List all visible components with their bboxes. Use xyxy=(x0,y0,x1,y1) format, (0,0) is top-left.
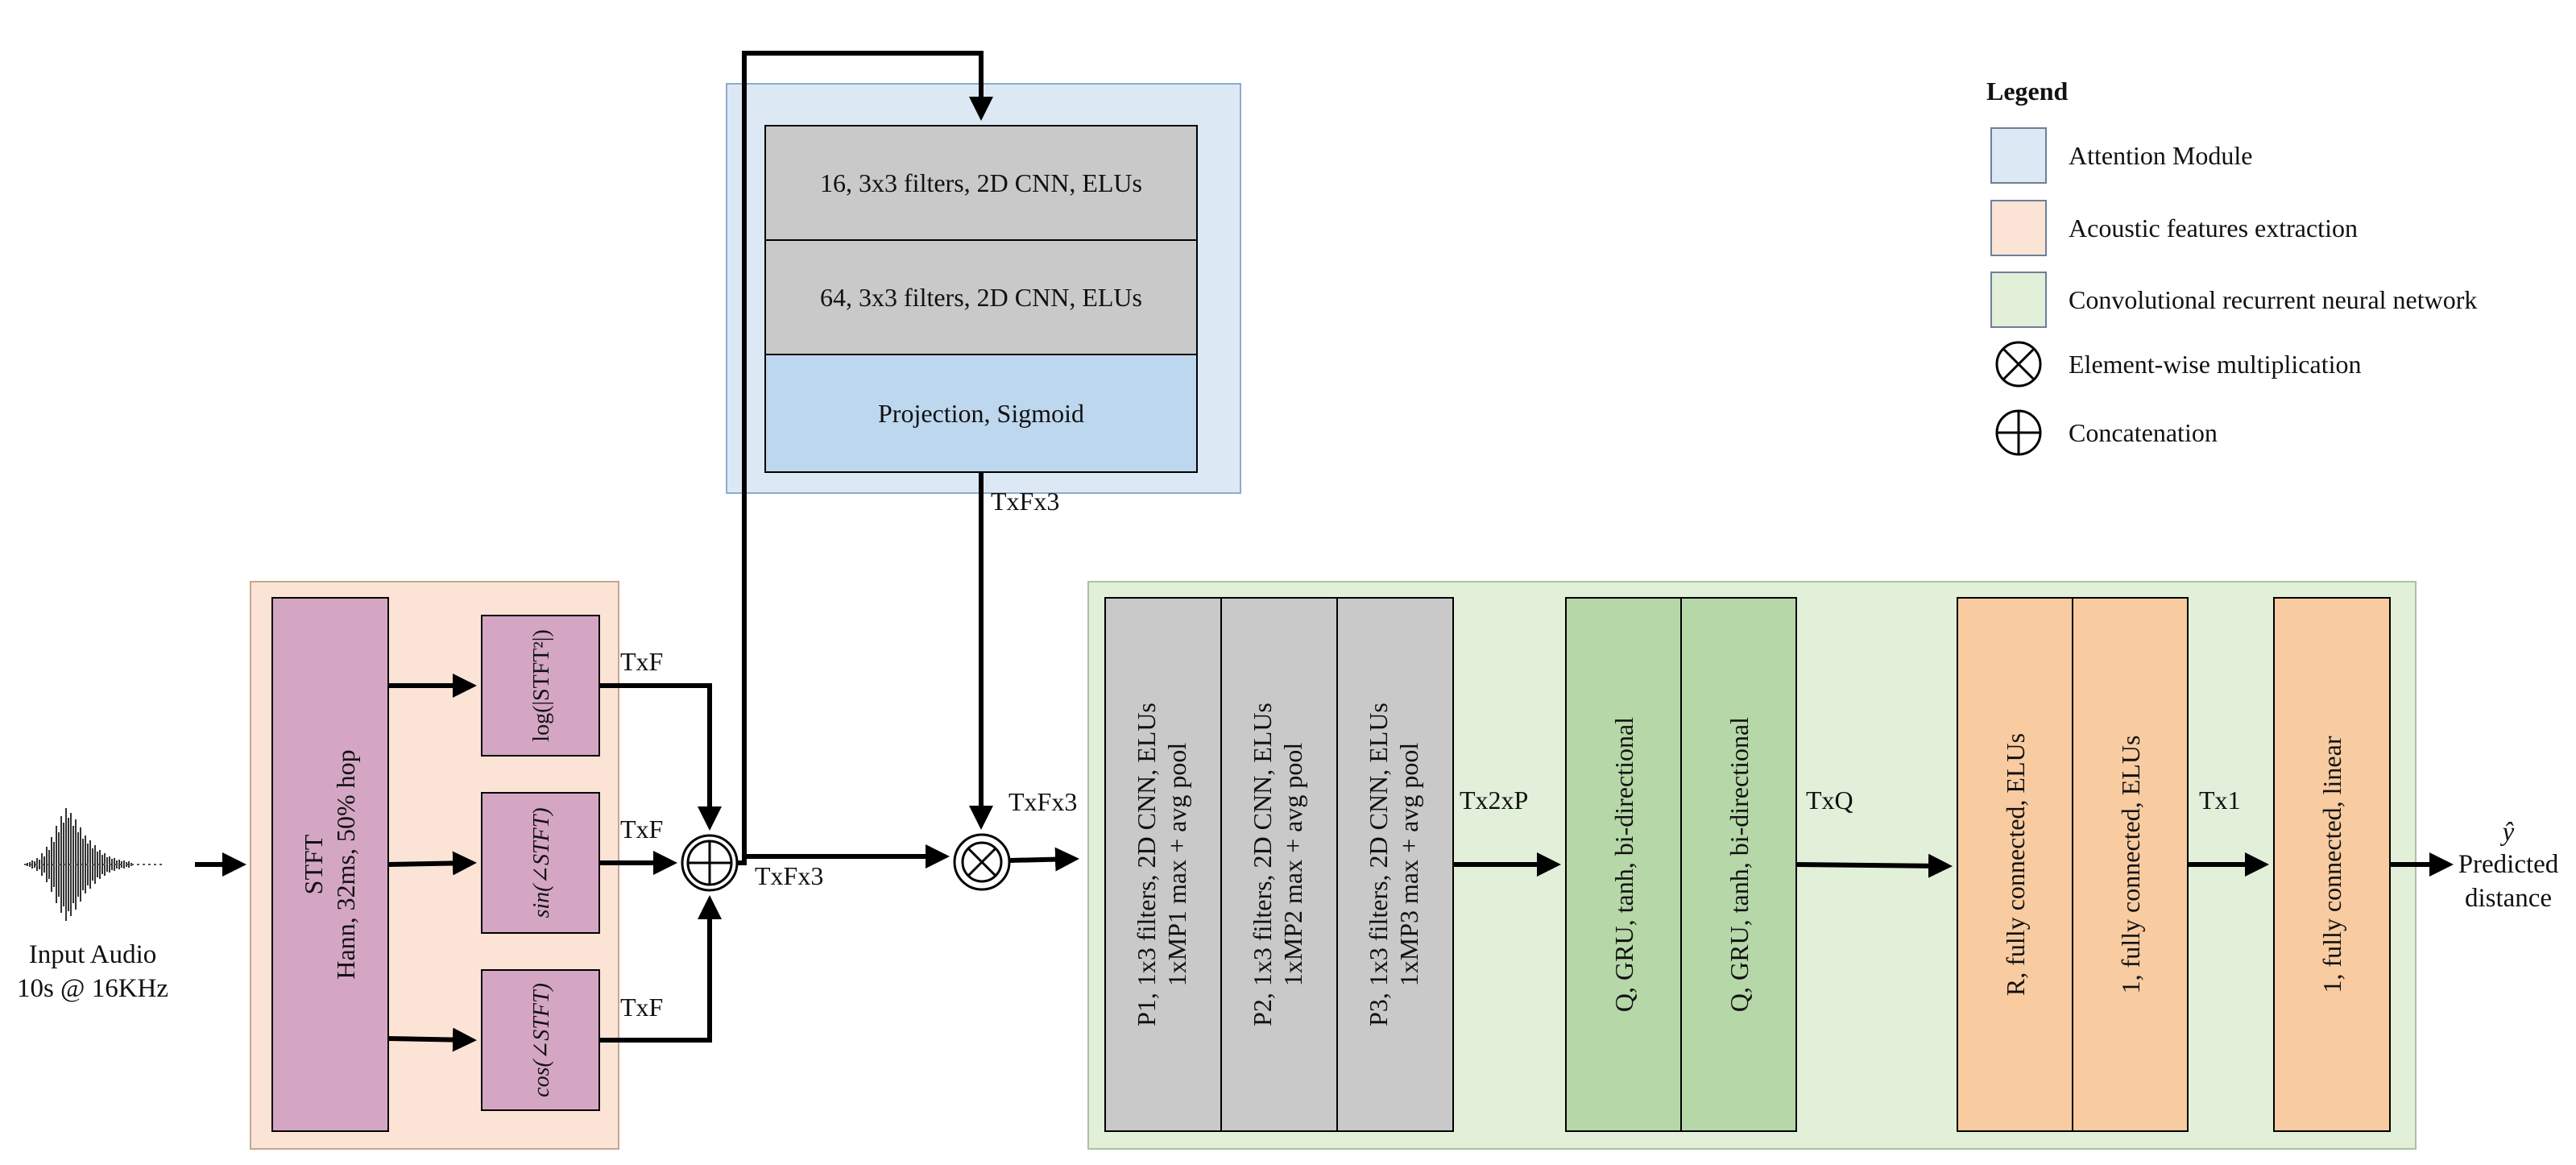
legend-item-label: Convolutional recurrent neural network xyxy=(2069,285,2477,314)
output-symbol: ŷ xyxy=(2500,818,2515,847)
stft-params: Hann, 32ms, 50% hop xyxy=(331,749,360,979)
concatenation-operator xyxy=(681,834,739,892)
output-label-line1: Predicted xyxy=(2458,850,2559,879)
output-label-line2: distance xyxy=(2465,884,2552,913)
cnn-pool-label: 1xMP2 max + avg pool xyxy=(1278,743,1307,987)
final-linear-label: 1, fully connected, linear xyxy=(2317,736,2346,993)
legend-item-label: Element-wise multiplication xyxy=(2069,350,2361,379)
dim-cnn-out: Tx2xP xyxy=(1460,786,1528,815)
cnn-block-label: P3, 1x3 filters, 2D CNN, ELUs xyxy=(1364,703,1393,1026)
dim-branch-1: TxF xyxy=(620,647,663,676)
legend-item-label: Acoustic features extraction xyxy=(2069,214,2358,243)
log-magnitude-block xyxy=(481,615,600,757)
sin-phase-label: sin(∠STFT) xyxy=(529,807,554,918)
dim-gru-out: TxQ xyxy=(1806,786,1853,815)
cnn-block-label: P2, 1x3 filters, 2D CNN, ELUs xyxy=(1248,703,1277,1026)
fc-block-label: 1, fully connected, ELUs xyxy=(2116,736,2145,994)
legend-swatch xyxy=(1990,200,2047,256)
fc-block xyxy=(1957,597,2073,1132)
dim-fc-out: Tx1 xyxy=(2199,786,2241,815)
legend-swatch xyxy=(1990,127,2047,184)
dim-branch-2: TxF xyxy=(620,815,663,844)
gru-block-label: Q, GRU, tanh, bi-directional xyxy=(1725,717,1754,1012)
cos-phase-block xyxy=(481,969,600,1111)
input-label-line1: Input Audio xyxy=(29,940,157,969)
dim-multiply-out: TxFx3 xyxy=(1008,787,1077,816)
legend-multiplication-icon xyxy=(1995,341,2042,388)
stft-block xyxy=(271,597,389,1132)
multiplication-operator xyxy=(953,833,1011,891)
attention-cnn-16-label: 16, 3x3 filters, 2D CNN, ELUs xyxy=(820,168,1142,197)
legend-concatenation-icon xyxy=(1995,409,2042,456)
attention-projection-label: Projection, Sigmoid xyxy=(878,399,1084,428)
cnn-pool-label: 1xMP3 max + avg pool xyxy=(1394,743,1423,987)
attention-cnn-64-label: 64, 3x3 filters, 2D CNN, ELUs xyxy=(820,283,1142,312)
dim-attention-out: TxFx3 xyxy=(991,487,1059,516)
cos-phase-label: cos(∠STFT) xyxy=(529,983,554,1097)
fc-block-label: R, fully connected, ELUs xyxy=(2001,733,2030,996)
log-magnitude-label: log(|STFT²|) xyxy=(529,629,554,741)
attention-projection-sigmoid xyxy=(764,354,1198,473)
legend-title: Legend xyxy=(1986,77,2069,106)
legend-item-label: Attention Module xyxy=(2069,141,2252,170)
gru-block xyxy=(1565,597,1682,1132)
gru-block-label: Q, GRU, tanh, bi-directional xyxy=(1609,717,1638,1012)
cnn-block xyxy=(1336,597,1454,1132)
connectors xyxy=(195,51,2454,1052)
fc-block xyxy=(2072,597,2189,1132)
final-linear-block xyxy=(2273,597,2391,1132)
cnn-block xyxy=(1104,597,1222,1132)
fc-blocks: R, fully connected, ELUs 1, fully connect… xyxy=(1957,597,2189,1132)
dim-concat-out: TxFx3 xyxy=(755,861,823,890)
gru-block xyxy=(1680,597,1797,1132)
input-label-line2: 10s @ 16KHz xyxy=(17,974,168,1003)
dim-branch-3: TxF xyxy=(620,993,663,1022)
cnn-block xyxy=(1220,597,1338,1132)
legend-item-label: Concatenation xyxy=(2069,418,2218,447)
cnn-pool-label: 1xMP1 max + avg pool xyxy=(1162,743,1191,987)
stft-title: STFT xyxy=(299,834,328,894)
sin-phase-block xyxy=(481,792,600,934)
legend-swatch xyxy=(1990,272,2047,328)
cnn-block-label: P1, 1x3 filters, 2D CNN, ELUs xyxy=(1132,703,1161,1026)
gru-blocks: Q, GRU, tanh, bi-directional Q, GRU, tanh… xyxy=(1565,597,1797,1132)
waveform-icon xyxy=(24,808,165,921)
attention-cnn-64 xyxy=(764,239,1198,355)
